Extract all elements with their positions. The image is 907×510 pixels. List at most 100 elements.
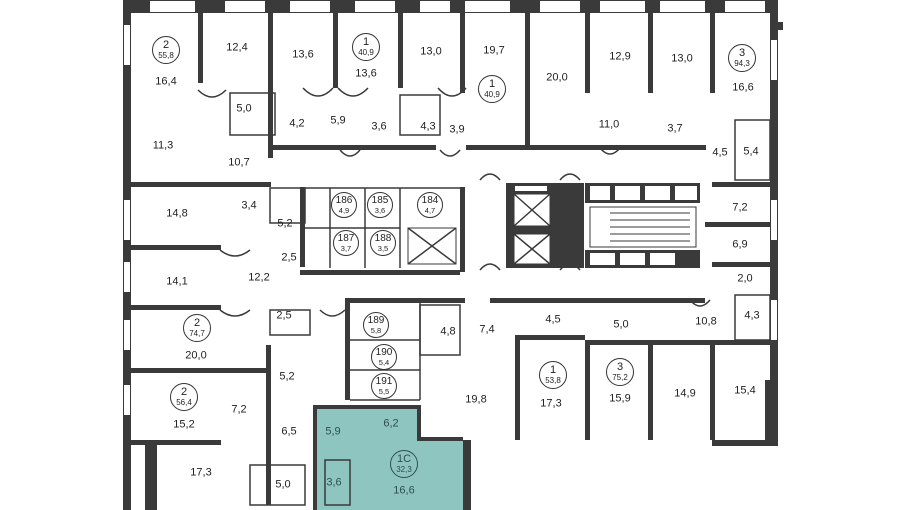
storage-unit-badge[interactable]: 187 3,7 — [333, 230, 359, 256]
room-area: 10,7 — [228, 156, 250, 169]
room-area: 13,0 — [420, 45, 442, 58]
window-marks — [124, 1, 777, 415]
apartment-area: 55,8 — [158, 51, 174, 60]
storage-number: 189 — [367, 315, 385, 326]
room-area: 16,4 — [155, 75, 177, 88]
room-area: 5,4 — [743, 145, 759, 158]
apartment-rooms: 2 — [162, 39, 170, 51]
room-area: 4,8 — [440, 325, 456, 338]
room-area: 7,4 — [479, 323, 495, 336]
room-area: 4,3 — [744, 309, 760, 322]
storage-unit-badge[interactable]: 186 4,9 — [331, 192, 357, 218]
room-area: 4,2 — [289, 117, 305, 130]
storage-unit-badge[interactable]: 184 4,7 — [417, 192, 443, 218]
room-area: 17,3 — [540, 397, 562, 410]
room-area: 5,2 — [277, 217, 293, 230]
room-area: 6,2 — [383, 417, 399, 430]
room-area: 14,1 — [166, 275, 188, 288]
room-area: 5,9 — [325, 425, 341, 438]
storage-area: 3,6 — [374, 206, 386, 215]
storage-area: 4,9 — [338, 206, 350, 215]
apartment-area: 94,3 — [734, 59, 750, 68]
apartment-area: 56,4 — [176, 398, 192, 407]
room-area: 15,4 — [734, 384, 756, 397]
storage-number: 188 — [374, 233, 392, 244]
storage-unit-badge[interactable]: 191 5,5 — [371, 373, 397, 399]
storage-unit-badge[interactable]: 188 3,5 — [370, 230, 396, 256]
room-area: 17,3 — [190, 466, 212, 479]
storage-area: 3,7 — [340, 244, 352, 253]
room-area: 3,9 — [449, 123, 465, 136]
apartment-badge[interactable]: 3 94,3 — [728, 44, 756, 72]
storage-area: 5,4 — [378, 358, 390, 367]
room-area: 6,9 — [732, 238, 748, 251]
room-area: 11,3 — [152, 139, 174, 152]
apartment-area: 74,7 — [189, 329, 205, 338]
storage-number: 190 — [375, 347, 393, 358]
storage-number: 187 — [337, 233, 355, 244]
room-area: 16,6 — [393, 484, 415, 497]
room-area: 13,6 — [355, 67, 377, 80]
room-area: 5,0 — [613, 318, 629, 331]
room-area: 3,6 — [371, 120, 387, 133]
apartment-badge[interactable]: 1 53,8 — [539, 361, 567, 389]
room-area: 13,6 — [292, 48, 314, 61]
room-area: 4,3 — [420, 120, 436, 133]
room-area: 20,0 — [185, 349, 207, 362]
storage-area: 4,7 — [424, 206, 436, 215]
room-area: 5,0 — [275, 478, 291, 491]
room-area: 2,5 — [281, 251, 297, 264]
storage-unit-badge[interactable]: 189 5,8 — [363, 312, 389, 338]
room-area: 6,5 — [281, 425, 297, 438]
apartment-rooms: 1 — [488, 78, 496, 90]
room-area: 3,6 — [326, 476, 342, 489]
storage-number: 184 — [421, 195, 439, 206]
room-area: 19,7 — [483, 44, 505, 57]
apartment-badge[interactable]: 1 40,9 — [352, 33, 380, 61]
apartment-rooms: 1 — [549, 364, 557, 376]
room-area: 7,2 — [231, 403, 247, 416]
storage-unit-badge[interactable]: 185 3,6 — [367, 192, 393, 218]
apartment-area: 32,3 — [396, 465, 412, 474]
room-area: 19,8 — [465, 393, 487, 406]
room-area: 15,2 — [173, 418, 195, 431]
room-area: 10,8 — [695, 315, 717, 328]
apartment-rooms: 1C — [396, 453, 412, 465]
apartment-badge[interactable]: 2 74,7 — [183, 314, 211, 342]
apartment-badge[interactable]: 2 55,8 — [152, 36, 180, 64]
storage-unit-badge[interactable]: 190 5,4 — [371, 344, 397, 370]
room-area: 14,8 — [166, 207, 188, 220]
room-area: 12,2 — [248, 271, 270, 284]
apartment-area: 53,8 — [545, 376, 561, 385]
apartment-badge[interactable]: 2 56,4 — [170, 383, 198, 411]
storage-number: 185 — [371, 195, 389, 206]
apartment-badge[interactable]: 1 40,9 — [478, 75, 506, 103]
room-area: 5,9 — [330, 114, 346, 127]
apartment-badge[interactable]: 3 75,2 — [606, 358, 634, 386]
room-area: 20,0 — [546, 71, 568, 84]
apartment-rooms: 3 — [616, 361, 624, 373]
room-area: 7,2 — [732, 201, 748, 214]
storage-area: 3,5 — [377, 244, 389, 253]
storage-area: 5,5 — [378, 387, 390, 396]
room-area: 11,0 — [598, 118, 620, 131]
room-area: 12,9 — [609, 50, 631, 63]
room-area: 5,2 — [279, 370, 295, 383]
apartment-badge-selected[interactable]: 1C 32,3 — [390, 450, 418, 478]
room-area: 4,5 — [545, 313, 561, 326]
room-area: 15,9 — [609, 392, 631, 405]
room-area: 2,5 — [276, 309, 292, 322]
room-area: 3,7 — [667, 122, 683, 135]
room-area: 13,0 — [671, 52, 693, 65]
storage-number: 191 — [375, 376, 393, 387]
room-area: 16,6 — [732, 81, 754, 94]
room-area: 3,4 — [241, 199, 257, 212]
room-area: 2,0 — [737, 272, 753, 285]
room-area: 4,5 — [712, 146, 728, 159]
elevator-core — [407, 186, 697, 265]
room-area: 5,0 — [236, 102, 252, 115]
apartment-area: 75,2 — [612, 373, 628, 382]
room-area: 12,4 — [226, 41, 248, 54]
apartment-rooms: 2 — [180, 386, 188, 398]
